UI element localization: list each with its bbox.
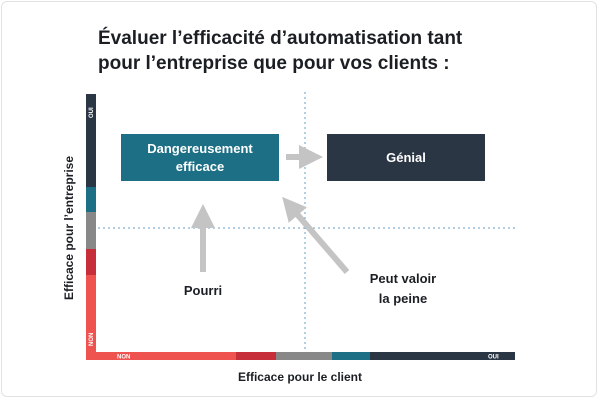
quadrant-bottom-right-line-1: Peut valoir — [370, 271, 436, 286]
quadrant-dangereusement-efficace: Dangereusement efficace — [121, 134, 279, 181]
quadrant-pourri-label: Pourri — [184, 283, 222, 298]
y-axis-bar — [86, 94, 96, 360]
y-axis-low-tag: NON — [89, 333, 95, 346]
title-line-1: Évaluer l’efficacité d’automatisation ta… — [98, 28, 463, 49]
quadrant-top-right-label: Génial — [386, 150, 426, 165]
x-axis-bar — [86, 352, 515, 360]
page-title: Évaluer l’efficacité d’automatisation ta… — [98, 26, 578, 76]
x-axis-high-tag: OUI — [488, 355, 499, 361]
quadrant-peut-valoir-la-peine: Peut valoir la peine — [370, 271, 436, 306]
y-axis-title: Efficace pour l’entreprise — [62, 156, 76, 300]
arrow-diagonal-icon — [282, 196, 350, 274]
y-axis-high-tag: OUI — [89, 107, 95, 118]
quadrant-top-left-line-2: efficace — [176, 159, 224, 174]
x-axis-low-tag: NON — [117, 355, 130, 361]
title-line-2: pour l’entreprise que pour vos clients : — [98, 53, 450, 74]
quadrant-top-left-line-1: Dangereusement — [147, 141, 253, 156]
quadrant-genial: Génial — [327, 134, 485, 181]
quadrant-bottom-right-line-2: la peine — [379, 291, 427, 306]
x-axis-title: Efficace pour le client — [238, 370, 362, 384]
